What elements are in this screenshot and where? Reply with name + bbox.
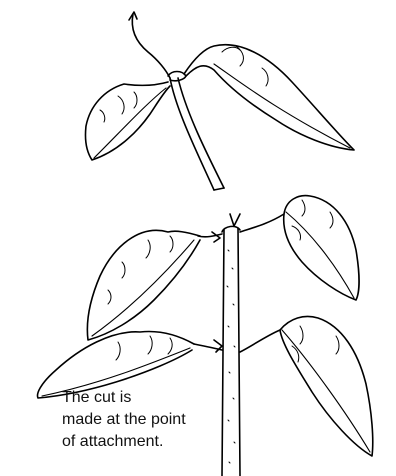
cutting-top [85, 12, 354, 190]
leaf-upper-left [87, 230, 200, 340]
caption-line-1: The cut is [62, 387, 262, 409]
caption-line-2: made at the point [62, 409, 262, 431]
leaf-top-right [184, 45, 354, 150]
cutting-stem [170, 78, 214, 190]
stem-tip [132, 14, 170, 78]
caption-line-3: of attachment. [62, 431, 262, 453]
leaf-top-left [85, 82, 170, 160]
caption: The cut is made at the point of attachme… [62, 387, 262, 453]
